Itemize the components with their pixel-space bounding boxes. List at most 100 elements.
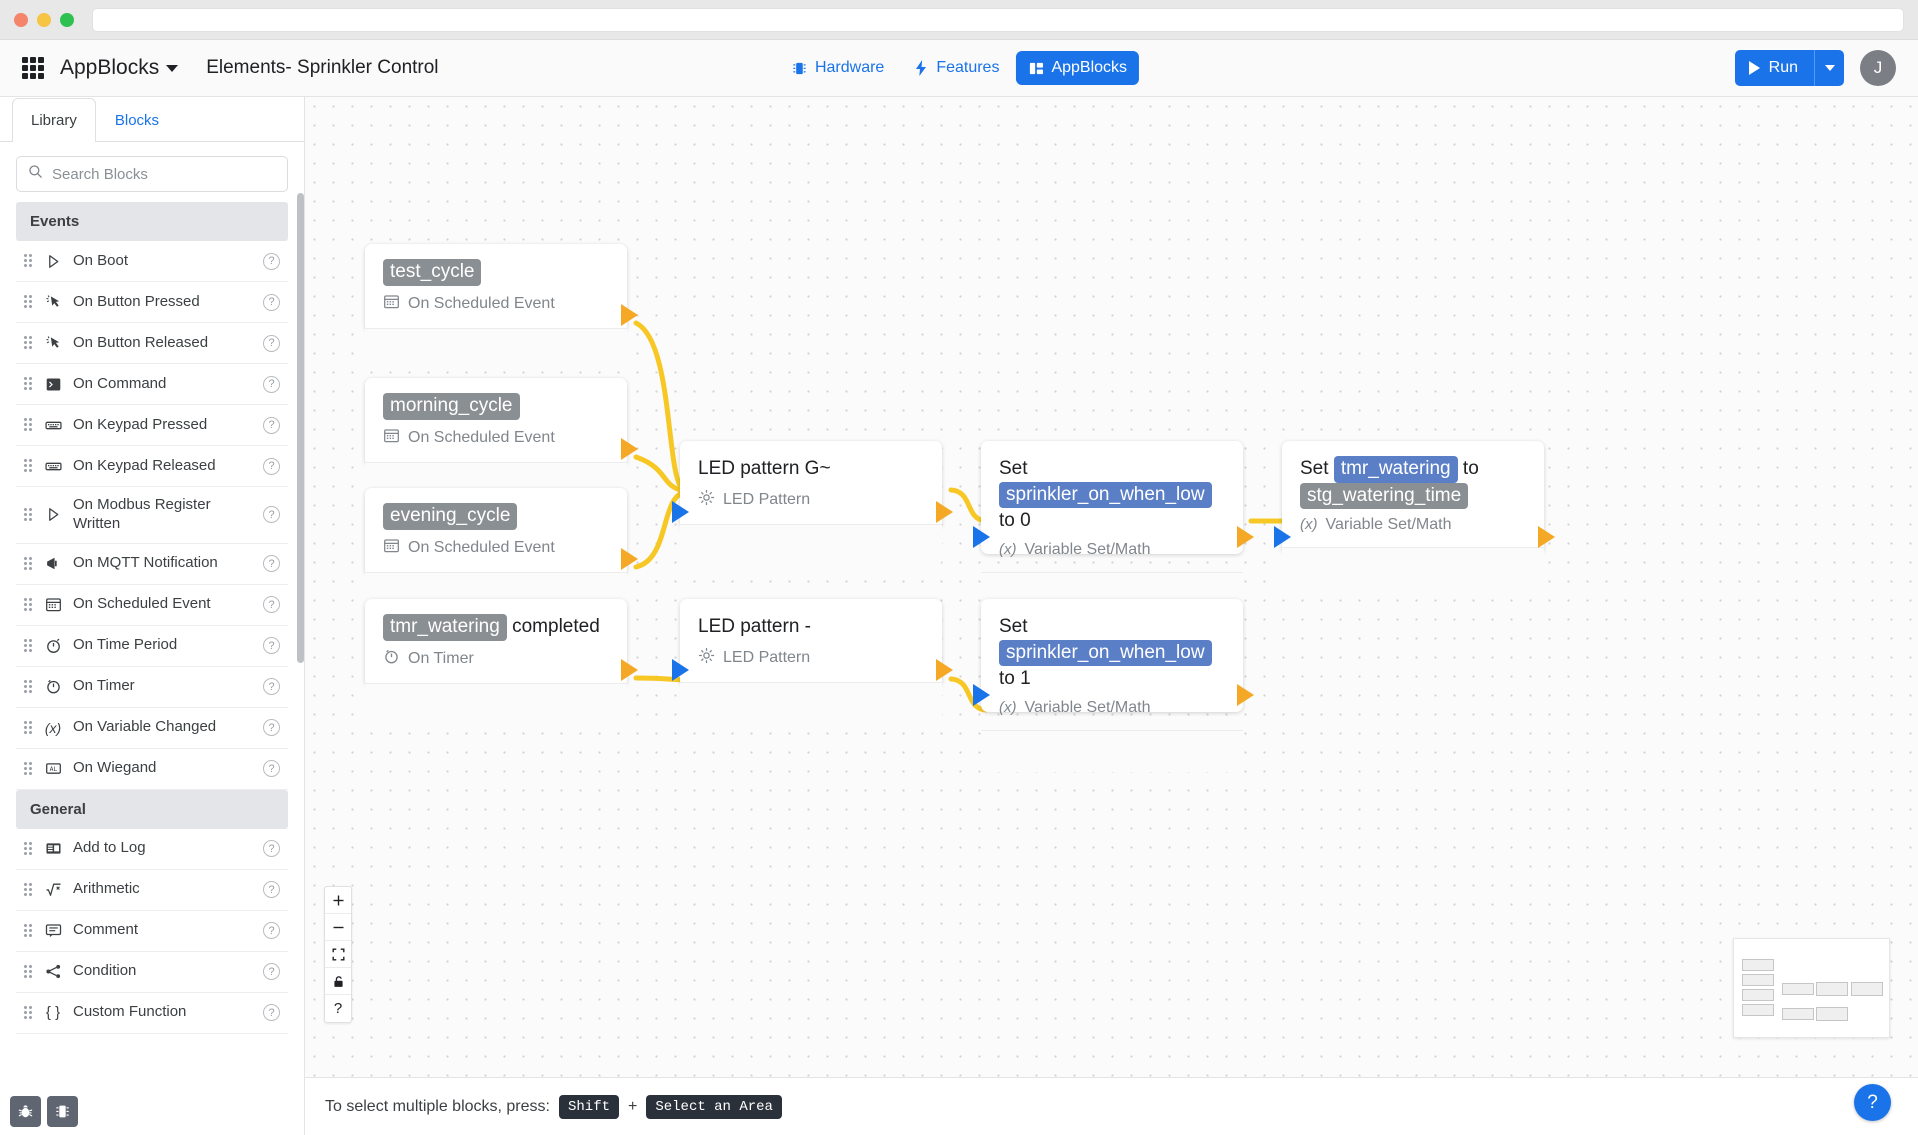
question-circle-icon[interactable]: ? [263,555,280,572]
search-input[interactable] [52,165,276,183]
node-input-port[interactable] [672,501,689,523]
node-variable-chip[interactable]: test_cycle [383,259,482,286]
drag-handle-icon[interactable] [24,597,33,612]
library-item-on-mqtt-notification[interactable]: On MQTT Notification? [16,544,288,585]
node-variable-chip[interactable]: tmr_watering [1333,456,1458,483]
library-item-on-scheduled-event[interactable]: On Scheduled Event? [16,585,288,626]
question-circle-icon[interactable]: ? [263,334,280,352]
tab-blocks[interactable]: Blocks [114,112,160,129]
library-item-add-to-log[interactable]: Add to Log? [16,829,288,870]
minimap[interactable] [1733,938,1890,1038]
drag-handle-icon[interactable] [24,556,33,571]
question-circle-icon[interactable]: ? [263,457,280,475]
library-item-on-keypad-released[interactable]: On Keypad Released? [16,446,288,487]
question-circle-icon[interactable]: ? [263,963,280,980]
nav-item-features[interactable]: Features [900,51,1011,85]
drag-handle-icon[interactable] [24,336,33,350]
node-output-port[interactable] [621,304,638,326]
library-item-custom-function[interactable]: { }Custom Function? [16,993,288,1034]
question-circle-icon[interactable]: ? [263,596,280,613]
question-circle-icon[interactable]: ? [263,252,280,270]
fit-view-button[interactable] [325,941,351,968]
run-dropdown-button[interactable] [1814,50,1844,86]
question-circle-icon[interactable]: ? [263,840,280,857]
run-button[interactable]: Run [1735,50,1814,86]
question-circle-icon[interactable]: ? [263,506,280,524]
minimize-window-button[interactable] [37,12,51,27]
library-item-arithmetic[interactable]: Arithmetic? [16,870,288,911]
question-circle-icon[interactable]: ? [263,375,280,393]
close-window-button[interactable] [14,12,28,27]
library-item-on-timer[interactable]: On Timer? [16,667,288,708]
node-value-chip[interactable]: stg_watering_time [1300,482,1469,510]
node-output-port[interactable] [621,548,638,570]
question-circle-icon[interactable]: ? [263,1004,280,1021]
library-group-events[interactable]: Events [16,202,288,241]
canvas-node[interactable]: LED pattern G~LED Pattern [672,441,953,566]
canvas-node[interactable]: Set sprinkler_on_when_low to 0(x)Variabl… [973,441,1254,614]
node-input-port[interactable] [973,684,990,706]
node-variable-chip[interactable]: tmr_watering [383,614,507,641]
node-variable-chip[interactable]: sprinkler_on_when_low [999,639,1212,667]
library-group-general[interactable]: General [16,789,288,829]
library-item-on-variable-changed[interactable]: (x)On Variable Changed? [16,708,288,749]
library-item-comment[interactable]: Comment? [16,911,288,952]
node-output-port[interactable] [1538,526,1555,548]
nav-item-appblocks[interactable]: AppBlocks [1015,51,1140,85]
zoom-out-button[interactable] [325,914,351,941]
question-circle-icon[interactable]: ? [263,922,280,939]
tab-library[interactable]: Library [12,98,96,142]
sidebar-scrollbar[interactable] [297,193,304,663]
node-output-port[interactable] [1237,684,1254,706]
help-fab-button[interactable]: ? [1854,1084,1891,1121]
node-input-port[interactable] [672,659,689,681]
drag-handle-icon[interactable] [24,254,33,268]
drag-handle-icon[interactable] [24,295,33,309]
canvas-help-button[interactable]: ? [333,1000,343,1017]
node-output-port[interactable] [1237,526,1254,548]
library-item-on-boot[interactable]: On Boot? [16,241,288,282]
question-circle-icon[interactable]: ? [263,678,280,695]
node-input-port[interactable] [1274,526,1291,548]
question-circle-icon[interactable]: ? [263,881,280,898]
question-circle-icon[interactable]: ? [263,719,280,736]
node-variable-chip[interactable]: evening_cycle [383,503,518,530]
run-button-group[interactable]: Run [1734,50,1844,86]
brand-menu[interactable]: AppBlocks [60,56,179,80]
question-circle-icon[interactable]: ? [263,416,280,434]
drag-handle-icon[interactable] [24,720,33,735]
library-item-on-time-period[interactable]: On Time Period? [16,626,288,667]
library-item-on-button-released[interactable]: On Button Released? [16,323,288,364]
drag-handle-icon[interactable] [24,638,33,653]
library-item-on-command[interactable]: On Command? [16,364,288,405]
node-output-port[interactable] [621,438,638,460]
canvas-node[interactable]: Set sprinkler_on_when_low to 1(x)Variabl… [973,599,1254,772]
node-output-port[interactable] [621,659,638,681]
library-item-on-button-pressed[interactable]: On Button Pressed? [16,282,288,323]
canvas-node[interactable]: LED pattern -LED Pattern [672,599,953,724]
question-circle-icon[interactable]: ? [263,637,280,654]
drag-handle-icon[interactable] [24,459,33,473]
drag-handle-icon[interactable] [24,418,33,432]
library-item-on-modbus-register-written[interactable]: On Modbus Register Written? [16,487,288,544]
hardware-button[interactable] [47,1096,78,1127]
drag-handle-icon[interactable] [24,882,33,897]
drag-handle-icon[interactable] [24,377,33,391]
canvas-node[interactable]: Set tmr_watering to stg_watering_time(x)… [1274,441,1555,590]
drag-handle-icon[interactable] [24,507,33,522]
node-variable-chip[interactable]: sprinkler_on_when_low [999,481,1212,509]
drag-handle-icon[interactable] [24,964,33,979]
zoom-in-button[interactable] [325,887,351,914]
drag-handle-icon[interactable] [24,761,33,776]
node-output-port[interactable] [936,501,953,523]
drag-handle-icon[interactable] [24,679,33,694]
question-circle-icon[interactable]: ? [263,293,280,311]
maximize-window-button[interactable] [60,12,74,27]
avatar[interactable]: J [1860,50,1896,86]
